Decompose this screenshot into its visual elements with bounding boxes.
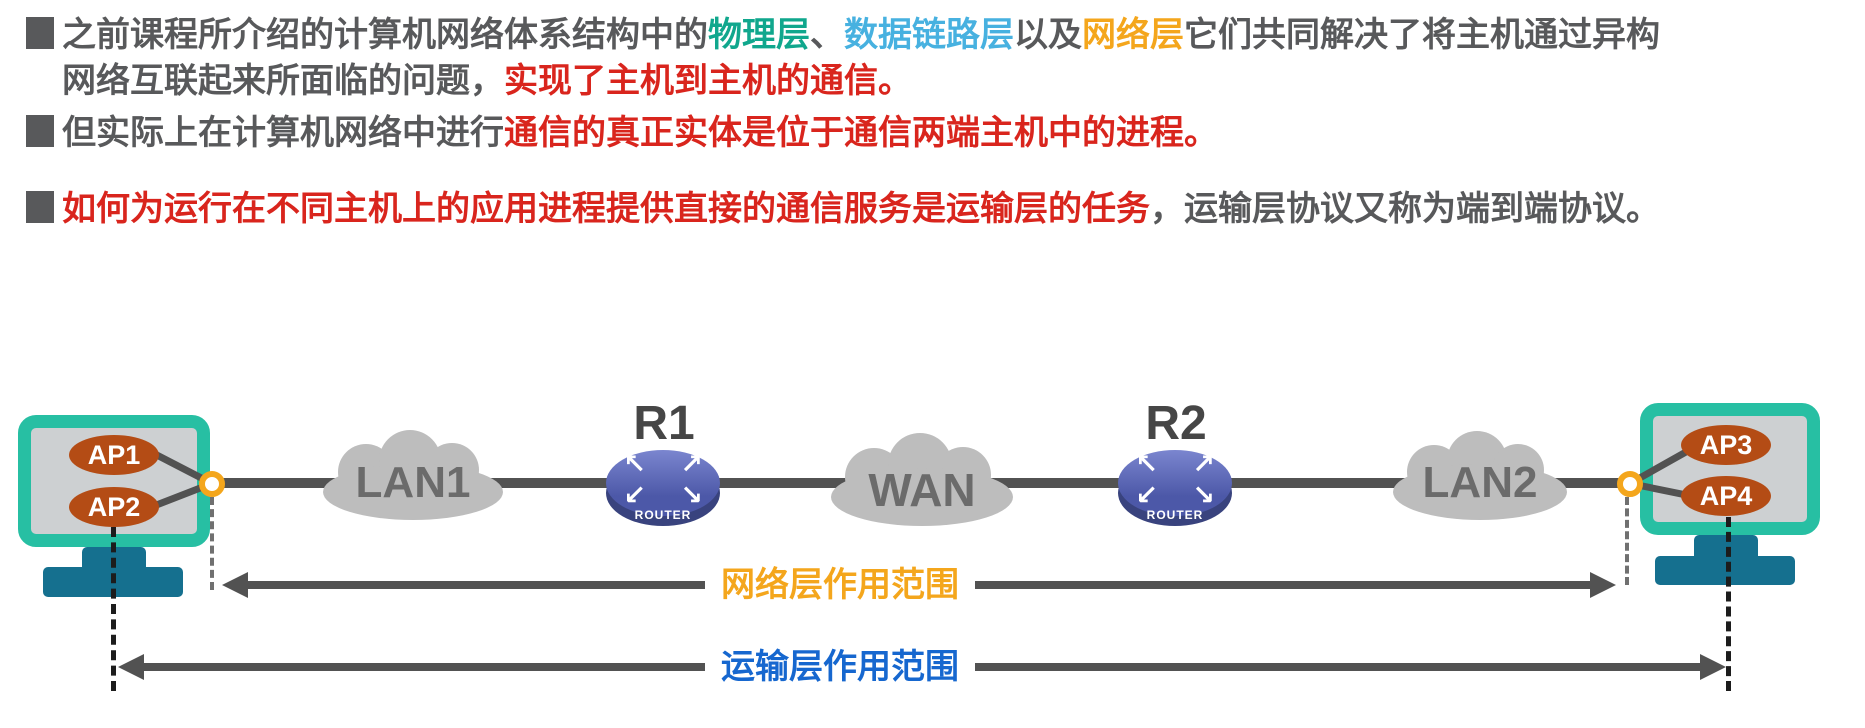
cloud-icon <box>323 430 503 520</box>
network-layer-span-arrow: 网络层作用范围 <box>222 565 1616 605</box>
router1-icon: ↖ ↗ ↙ ↘ ROUTER <box>606 450 720 536</box>
text-segment-physical-layer: 物理层 <box>708 16 810 54</box>
wan-label: WAN <box>868 464 976 516</box>
network-endpoint-dashed-line-right <box>1625 497 1629 585</box>
arrow-glyph: ↗ <box>1192 448 1215 479</box>
arrow-glyph: ↘ <box>1192 479 1215 510</box>
router1-label: R1 <box>633 397 695 450</box>
router-arrows-icon: ↖ ↗ ↙ ↘ <box>606 448 720 510</box>
bullet-item-2: 但实际上在计算机网络中进行通信的真正实体是位于通信两端主机中的进程。 <box>26 110 1692 156</box>
bullet-marker <box>26 17 54 49</box>
text-segment: 之前课程所介绍的计算机网络体系结构中的 <box>62 16 708 54</box>
text-segment-emphasis: 如何为运行在不同主机上的应用进程提供直接的通信服务是运输层的任务 <box>62 190 1150 228</box>
lan2-cloud: LAN2 <box>1388 430 1572 522</box>
text-segment: 它们共同解决了将主机通过异构网络互联起来所面临的问题， <box>62 16 1660 100</box>
lan1-cloud: LAN1 <box>318 430 508 522</box>
text-segment-emphasis: 通信的真正实体是位于通信两端主机中的进程。 <box>504 114 1218 152</box>
bullet-text: 如何为运行在不同主机上的应用进程提供直接的通信服务是运输层的任务，运输层协议又称… <box>62 186 1692 232</box>
bullet-text: 但实际上在计算机网络中进行通信的真正实体是位于通信两端主机中的进程。 <box>62 110 1692 156</box>
process-ap4: AP4 <box>1681 476 1771 516</box>
monitor-stand-base <box>1655 556 1795 585</box>
process-ap3: AP3 <box>1681 425 1771 465</box>
cloud-icon <box>831 433 1013 526</box>
wan-cloud: WAN <box>826 433 1018 529</box>
network-endpoint-dashed-line-left <box>210 497 214 590</box>
router-arrows-icon: ↖ ↗ ↙ ↘ <box>1118 448 1232 510</box>
router-caption: ROUTER <box>1146 508 1204 522</box>
transport-layer-span-arrow: 运输层作用范围 <box>118 647 1726 687</box>
host-right-monitor <box>1640 403 1820 535</box>
transport-endpoint-dashed-line-left <box>111 527 116 691</box>
arrow-glyph: ↙ <box>1135 479 1158 510</box>
text-segment-network-layer: 网络层 <box>1082 16 1184 54</box>
bullet-marker <box>26 115 54 147</box>
cloud-icon <box>1393 431 1567 520</box>
arrow-head-right <box>1700 654 1726 680</box>
arrow-glyph: ↖ <box>1135 448 1158 479</box>
network-port-icon <box>1617 471 1643 497</box>
network-layer-span-label: 网络层作用范围 <box>705 565 975 605</box>
arrow-head-left <box>118 654 144 680</box>
arrow-head-left <box>222 572 248 598</box>
transport-layer-span-label: 运输层作用范围 <box>705 647 975 687</box>
router-caption: ROUTER <box>634 508 692 522</box>
bullet-marker <box>26 191 54 223</box>
router2-label: R2 <box>1145 397 1207 450</box>
process-ap2: AP2 <box>69 487 159 527</box>
bullet-text: 之前课程所介绍的计算机网络体系结构中的物理层、数据链路层以及网络层它们共同解决了… <box>62 12 1692 104</box>
text-segment-emphasis: 实现了主机到主机的通信。 <box>504 62 912 100</box>
text-segment: 但实际上在计算机网络中进行 <box>62 114 504 152</box>
lan1-label: LAN1 <box>355 458 471 507</box>
arrow-glyph: ↗ <box>680 448 703 479</box>
transport-endpoint-dashed-line-right <box>1726 517 1731 691</box>
bullet-item-1: 之前课程所介绍的计算机网络体系结构中的物理层、数据链路层以及网络层它们共同解决了… <box>26 12 1692 104</box>
network-port-icon <box>199 471 225 497</box>
arrow-glyph: ↘ <box>680 479 703 510</box>
text-segment: 、 <box>810 16 844 54</box>
bullet-item-3: 如何为运行在不同主机上的应用进程提供直接的通信服务是运输层的任务，运输层协议又称… <box>26 186 1692 232</box>
router2-icon: ↖ ↗ ↙ ↘ ROUTER <box>1118 450 1232 536</box>
router-top <box>1118 450 1232 516</box>
router-top <box>606 450 720 516</box>
process-ap1: AP1 <box>69 435 159 475</box>
arrow-glyph: ↖ <box>623 448 646 479</box>
arrow-glyph: ↙ <box>623 479 646 510</box>
arrow-head-right <box>1590 572 1616 598</box>
text-segment: 以及 <box>1014 16 1082 54</box>
text-segment: ，运输层协议又称为端到端协议。 <box>1150 190 1660 228</box>
lan2-label: LAN2 <box>1422 458 1538 507</box>
text-segment-datalink-layer: 数据链路层 <box>844 16 1014 54</box>
